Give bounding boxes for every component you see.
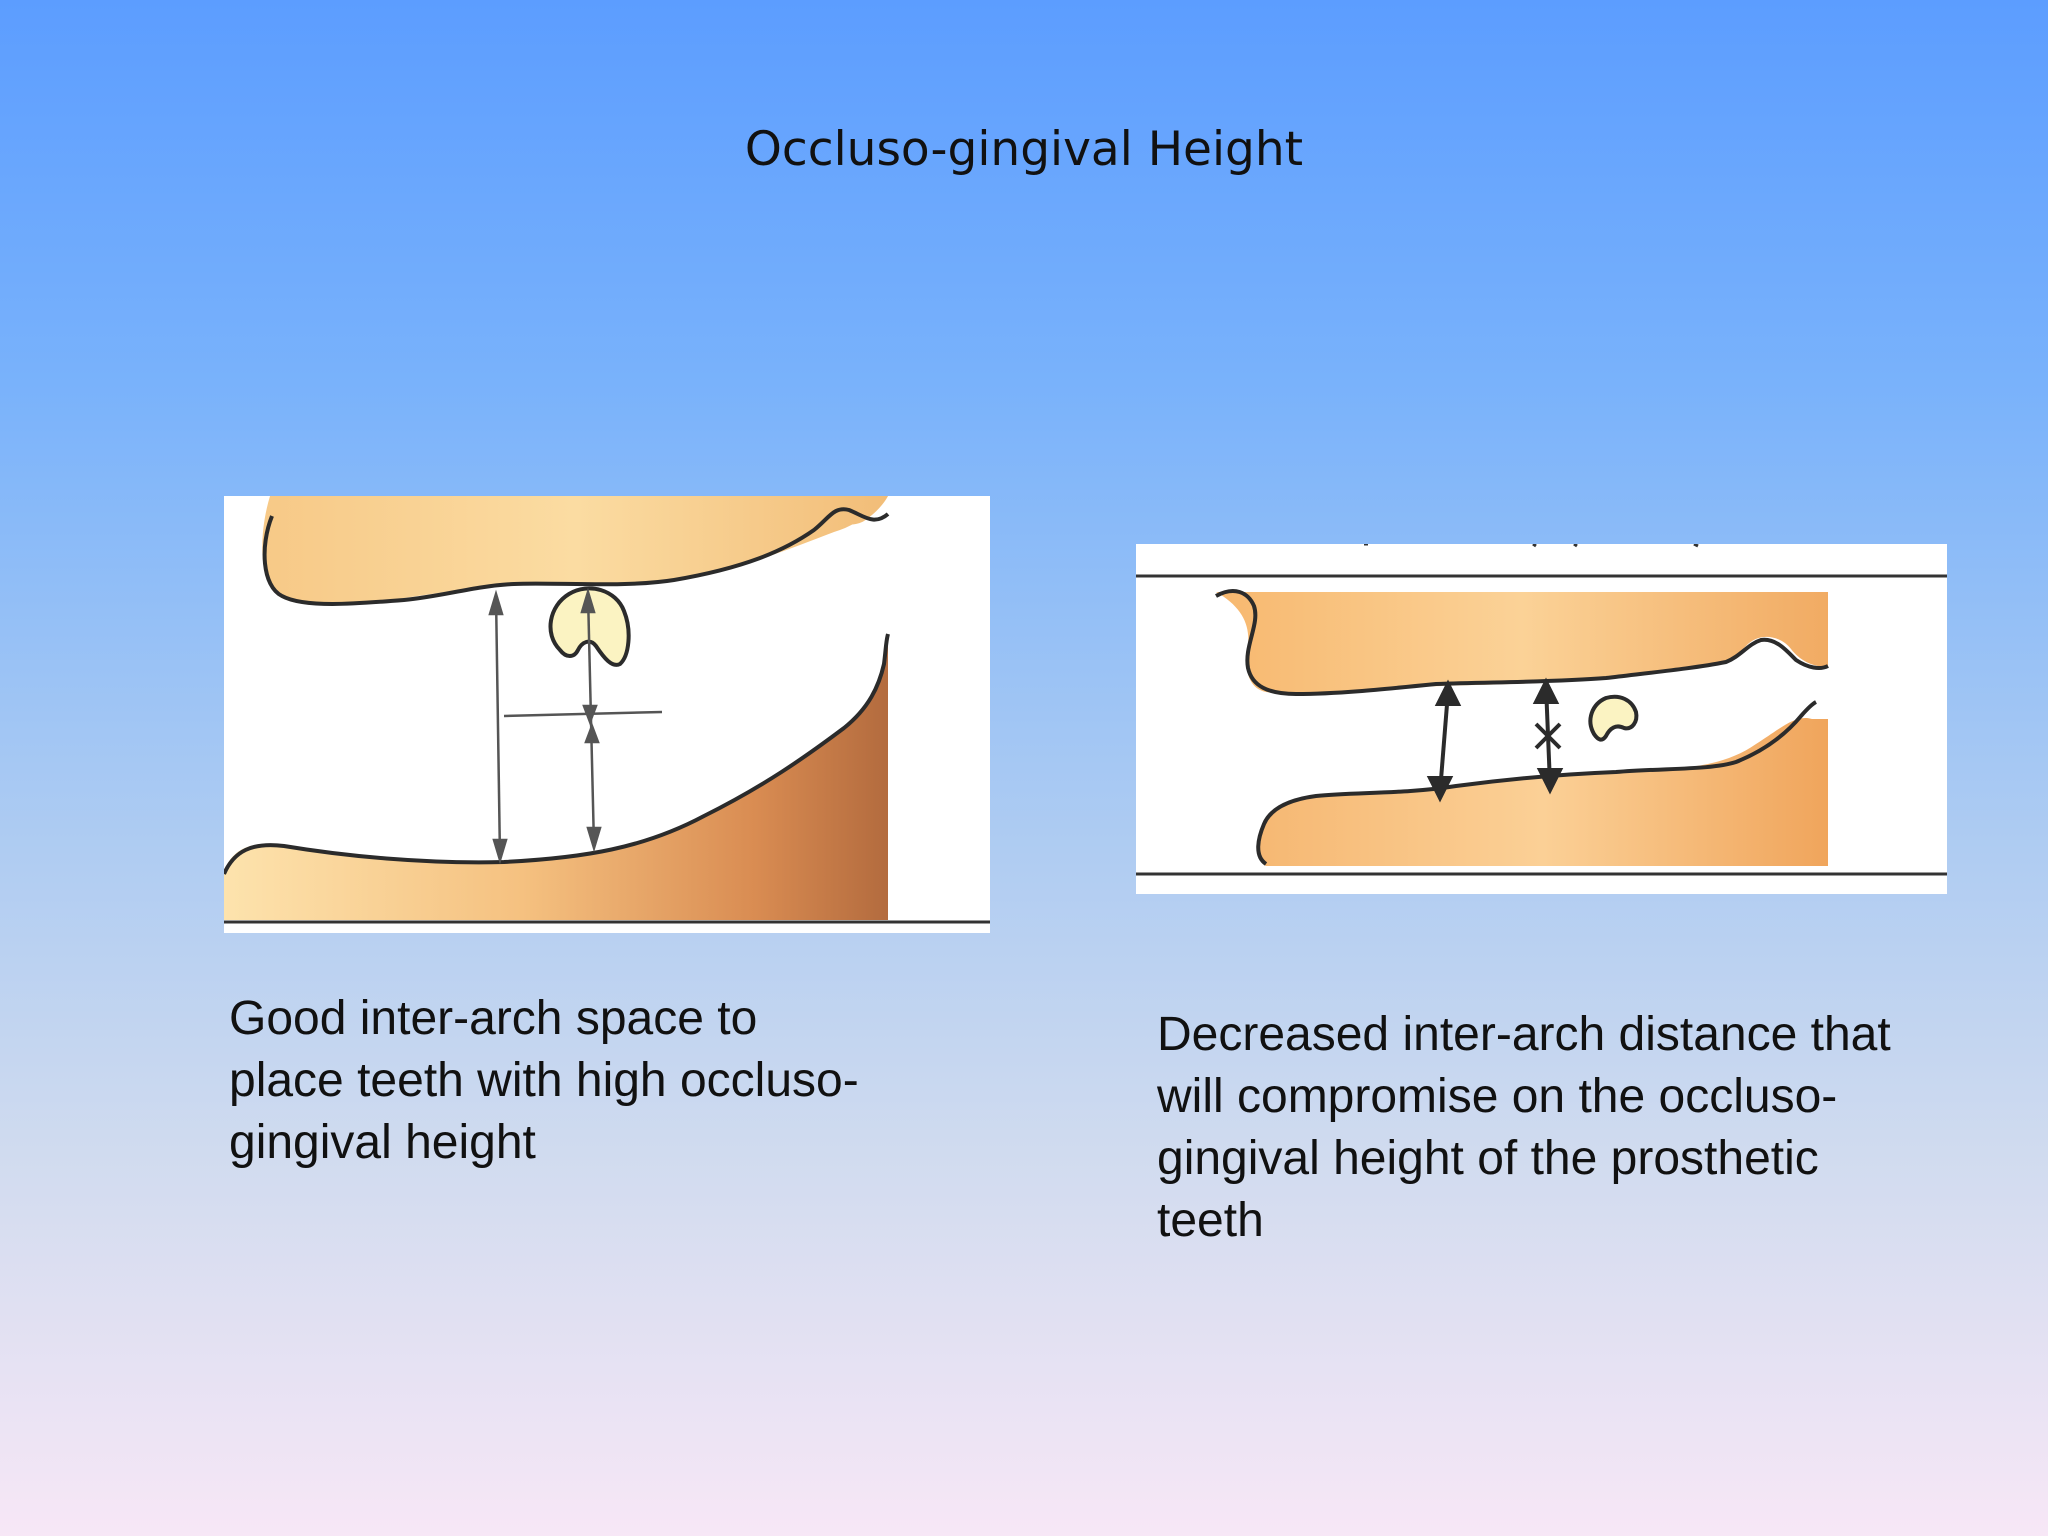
lower-ridge — [224, 634, 888, 920]
good-interarch-diagram — [224, 496, 990, 924]
lower-ridge — [1258, 717, 1828, 866]
caption-line: Decreased inter-arch distance that — [1157, 1008, 1891, 1061]
upper-ridge-outline — [1215, 589, 1829, 697]
top-marks — [1364, 544, 1699, 548]
slide-title: Occluso-gingival Height — [744, 122, 1304, 177]
measurement-arrows — [488, 587, 663, 865]
caption-line: Good inter-arch space to — [229, 992, 758, 1045]
caption-line: teeth — [1157, 1194, 1264, 1247]
figure-good-interarch-space — [224, 496, 990, 933]
lower-ridge-outline — [224, 633, 890, 875]
caption-decreased-interarch-distance: Decreased inter-arch distance that will … — [1157, 1004, 1947, 1252]
caption-good-interarch-space: Good inter-arch space to place teeth wit… — [229, 988, 929, 1174]
caption-line: will compromise on the occluso- — [1157, 1070, 1838, 1123]
tooth-cross-section — [1588, 694, 1639, 742]
caption-line: gingival height of the prosthetic — [1157, 1132, 1819, 1185]
caption-line: gingival height — [229, 1116, 536, 1169]
caption-line: place teeth with high occluso- — [229, 1054, 859, 1107]
decreased-interarch-diagram — [1136, 544, 1947, 876]
upper-ridge — [1216, 592, 1828, 695]
upper-ridge-body — [262, 496, 888, 606]
figure-decreased-interarch-distance — [1136, 544, 1947, 894]
upper-ridge-outline — [262, 507, 890, 606]
measurement-arrows — [1426, 677, 1564, 803]
